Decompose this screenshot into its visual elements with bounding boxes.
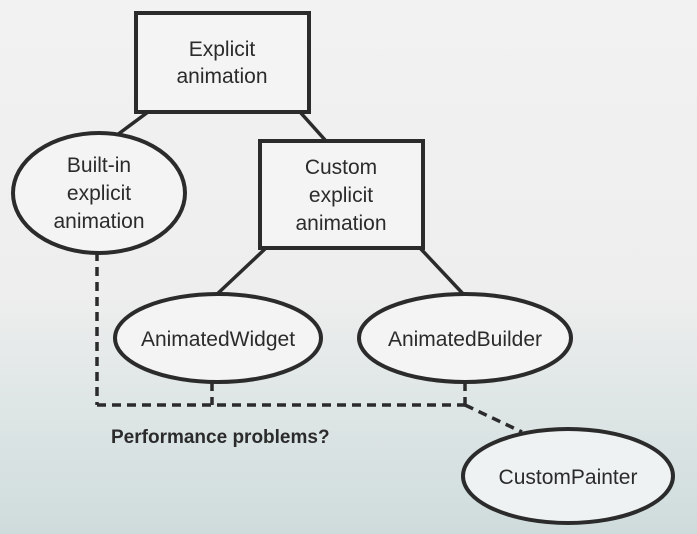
node-custom-line2: explicit [309,184,373,207]
node-explicit-animation: Explicit animation [134,11,311,114]
node-animated-builder-label: AnimatedBuilder [388,328,542,351]
node-animated-widget: AnimatedWidget [113,292,323,384]
edge-custom-to-animatedbuilder [418,246,468,299]
edge-custom-to-animatedwidget [212,246,268,299]
node-custom-painter-label: CustomPainter [499,466,638,489]
node-custom-line3: animation [295,212,386,235]
node-explicit-animation-line1: Explicit [189,38,256,61]
performance-problems-label: Performance problems? [111,427,330,448]
node-animated-widget-label: AnimatedWidget [141,328,295,351]
node-builtin-line3: animation [53,210,144,233]
node-custom-painter: CustomPainter [461,427,675,525]
node-builtin-line1: Built-in [67,154,131,177]
node-animated-builder: AnimatedBuilder [357,292,573,384]
node-explicit-animation-line2: animation [176,65,267,88]
dashed-connectors [95,252,523,434]
edge-explicit-to-custom [298,110,328,143]
node-builtin-line2: explicit [67,182,131,205]
node-custom-line1: Custom [305,156,377,179]
node-custom-explicit-animation: Custom explicit animation [258,139,425,250]
dashed-bus-to-custompainter [464,403,523,434]
node-builtin-explicit-animation: Built-in explicit animation [11,131,187,255]
